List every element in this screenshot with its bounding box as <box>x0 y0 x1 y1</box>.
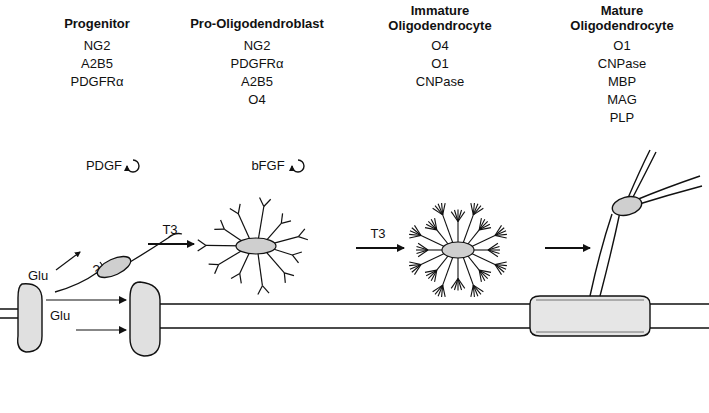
pro-oligodendroblast-cell <box>198 197 308 294</box>
cell-process <box>238 204 240 214</box>
cell-process <box>298 237 307 240</box>
cell-body <box>442 242 474 258</box>
cell-process <box>488 246 499 250</box>
cell-process <box>258 252 263 286</box>
cell-process <box>292 252 302 255</box>
cell-process <box>298 229 304 237</box>
progenitor-cell <box>55 234 182 293</box>
factor-label: bFGF <box>251 158 284 173</box>
mature-oligodendrocyte-cell <box>590 150 702 296</box>
cell-process <box>473 208 483 215</box>
marker-label: A2B5 <box>241 74 273 89</box>
factor-label: ? <box>92 262 99 277</box>
factor-label: T3 <box>370 226 385 241</box>
cell-process <box>454 210 458 221</box>
immature-oligodendrocyte-cell <box>409 203 507 297</box>
marker-label: MBP <box>608 74 636 89</box>
cell-process <box>281 213 282 223</box>
cell-process <box>414 225 421 235</box>
cell-process <box>463 256 474 286</box>
stage-heading: Immature Oligodendrocyte <box>375 3 505 33</box>
cell-process <box>292 255 298 263</box>
cell-process <box>230 208 238 213</box>
cell-process <box>479 270 481 282</box>
cell-process <box>221 220 225 229</box>
cell-process <box>231 273 240 278</box>
cell-body <box>236 238 276 254</box>
cell-process <box>473 285 478 296</box>
cell-process <box>421 252 447 264</box>
stage-arrow <box>148 244 590 248</box>
marker-label: NG2 <box>84 38 111 53</box>
marker-label: CNPase <box>416 74 464 89</box>
marker-label: A2B5 <box>81 56 113 71</box>
cell-process <box>417 250 428 254</box>
cell-process <box>425 270 437 272</box>
cell-process <box>238 214 250 241</box>
cell-process <box>284 273 286 283</box>
cell-process <box>443 203 445 215</box>
cell-process <box>457 222 458 245</box>
cell-process <box>260 197 264 206</box>
cell-process <box>433 285 443 292</box>
cell-process <box>438 204 443 215</box>
marker-label: O4 <box>431 38 448 53</box>
cell-process <box>258 206 264 240</box>
cell-process <box>198 245 206 251</box>
cell-process <box>281 221 291 223</box>
cell-process <box>214 229 224 230</box>
marker-label: PDGFRα <box>70 74 123 89</box>
cell-process <box>495 235 507 237</box>
cell-process <box>209 264 219 266</box>
cell-process <box>451 279 458 289</box>
marker-label: O1 <box>613 38 630 53</box>
cell-process <box>495 231 506 236</box>
cell-process <box>264 199 271 206</box>
factor-label: PDGF <box>86 158 122 173</box>
cell-process <box>198 240 206 246</box>
marker-label: CNPase <box>598 56 646 71</box>
marker-label: O4 <box>248 92 265 107</box>
cell-process <box>262 286 269 293</box>
marker-label: PLP <box>610 110 635 125</box>
stage-heading: Progenitor <box>64 16 130 31</box>
cell-process <box>488 250 498 257</box>
cell-process <box>418 243 428 250</box>
cell-process <box>284 273 294 276</box>
stage-heading: Mature Oligodendrocyte <box>557 3 687 33</box>
cell-process <box>471 285 473 297</box>
cell-process <box>265 251 284 273</box>
cell-process <box>443 215 454 245</box>
cell-process <box>240 251 250 273</box>
cell-process <box>435 218 437 230</box>
myelin-sheath <box>530 296 650 336</box>
marker-label: NG2 <box>244 38 271 53</box>
cell-process <box>409 262 421 264</box>
cell-process <box>258 286 263 295</box>
cell-process <box>458 212 465 222</box>
factor-label: T3 <box>162 222 177 237</box>
marker-label: MAG <box>607 92 637 107</box>
cell-process <box>215 265 219 274</box>
cell-process <box>458 279 462 290</box>
cell-process <box>265 223 281 241</box>
stage-heading: Pro-Oligodendroblast <box>190 16 324 31</box>
cell-process <box>457 256 458 279</box>
cell-process <box>240 273 242 283</box>
cell-process <box>410 265 421 270</box>
cell-process <box>495 265 502 275</box>
factor-label: Glu <box>50 308 70 323</box>
cell-process <box>479 228 491 230</box>
cell-process <box>469 235 495 247</box>
marker-label: PDGFRα <box>230 56 283 71</box>
axon-terminal <box>18 282 160 356</box>
marker-label: O1 <box>431 56 448 71</box>
factor-label: Glu <box>28 268 48 283</box>
